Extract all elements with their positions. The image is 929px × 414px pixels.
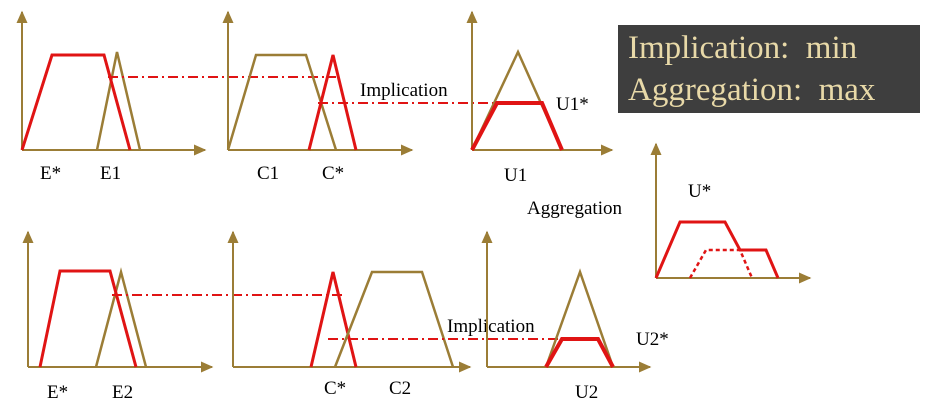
rule1-consequence-label-set: C1 — [257, 163, 279, 184]
rule2-premise-plot: E* E2 — [22, 230, 214, 403]
rule2-consequence-label-set: C2 — [389, 378, 411, 399]
rule1-output-cut-label: U1* — [556, 94, 589, 115]
rule2-premise-set-e2 — [94, 267, 148, 368]
info-box-aggregation-line: Aggregation: max — [628, 72, 876, 108]
rule2-premise-label-set: E2 — [112, 382, 133, 403]
rule1-output-label: U1 — [504, 165, 527, 186]
rule2-output-label: U2 — [575, 382, 598, 403]
rule1-premise-label-input: E* — [40, 163, 61, 184]
aggregation-output-label: U* — [688, 181, 711, 202]
rule1-premise-set-e1 — [95, 51, 142, 151]
aggregation-label: Aggregation — [527, 198, 622, 219]
rule2-output-set-u2 — [544, 268, 615, 368]
info-box-implication-line: Implication: min — [628, 30, 857, 66]
rule2-output-plot: U2* U2 — [481, 230, 669, 403]
rule1-implication-label: Implication — [360, 80, 448, 101]
rule1-consequence-label-input: C* — [322, 163, 344, 184]
rule2-implication-label: Implication — [447, 316, 535, 337]
rule1-output-clipped-u1-star — [470, 101, 564, 151]
rule2-premise-input-e-star — [38, 269, 138, 368]
aggregation-output-plot: U* — [650, 142, 812, 284]
rule2-consequence-plot: C* C2 — [227, 230, 472, 399]
rule2-output-clipped-u2-star — [544, 337, 615, 368]
rule1-premise-input-e-star — [20, 53, 132, 151]
rule2-consequence-label-input: C* — [324, 378, 346, 399]
aggregation-combined-u-star — [654, 220, 780, 279]
rule2-premise-label-input: E* — [47, 382, 68, 403]
info-box-background — [618, 25, 920, 113]
rule2-output-cut-label: U2* — [636, 329, 669, 350]
rule2-consequence-set-c2 — [333, 270, 455, 368]
rule1-consequence-input-c-star — [307, 54, 358, 151]
rule1-premise-label-set: E1 — [100, 163, 121, 184]
rule1-output-plot: U1* U1 — [466, 10, 614, 186]
aggregation-rule2-contribution — [688, 248, 754, 279]
info-box: Implication: min Aggregation: max — [618, 25, 920, 113]
rule2-consequence-input-c-star — [309, 271, 358, 368]
rule1-premise-plot: E* E1 — [16, 10, 207, 184]
